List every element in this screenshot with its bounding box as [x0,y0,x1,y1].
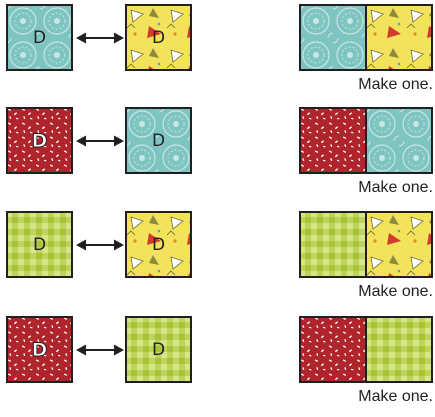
fabric-square-left [6,107,73,174]
fabric-square-right [125,211,192,278]
sewn-unit-right-half [365,107,433,174]
sewn-unit-right-half [365,211,433,278]
make-count-caption: Make one. [358,179,433,196]
sewn-unit-right-half [365,4,433,71]
fabric-square-right [125,4,192,71]
fabric-square-right [125,107,192,174]
sewn-unit [299,316,433,383]
sewn-unit [299,4,433,71]
sewn-unit-left-half [299,4,367,71]
double-arrow-icon [76,32,124,44]
fabric-square-right [125,316,192,383]
double-arrow-icon [76,344,124,356]
sewn-unit-left-half [299,211,367,278]
double-arrow-icon [76,135,124,147]
double-arrow-icon [76,239,124,251]
sewn-unit-right-half [365,316,433,383]
make-count-caption: Make one. [358,283,433,300]
make-count-caption: Make one. [358,76,433,93]
sewn-unit [299,107,433,174]
sewn-unit [299,211,433,278]
fabric-square-left [6,316,73,383]
fabric-square-left [6,4,73,71]
sewn-unit-left-half [299,316,367,383]
make-count-caption: Make one. [358,388,433,405]
fabric-square-left [6,211,73,278]
sewn-unit-left-half [299,107,367,174]
